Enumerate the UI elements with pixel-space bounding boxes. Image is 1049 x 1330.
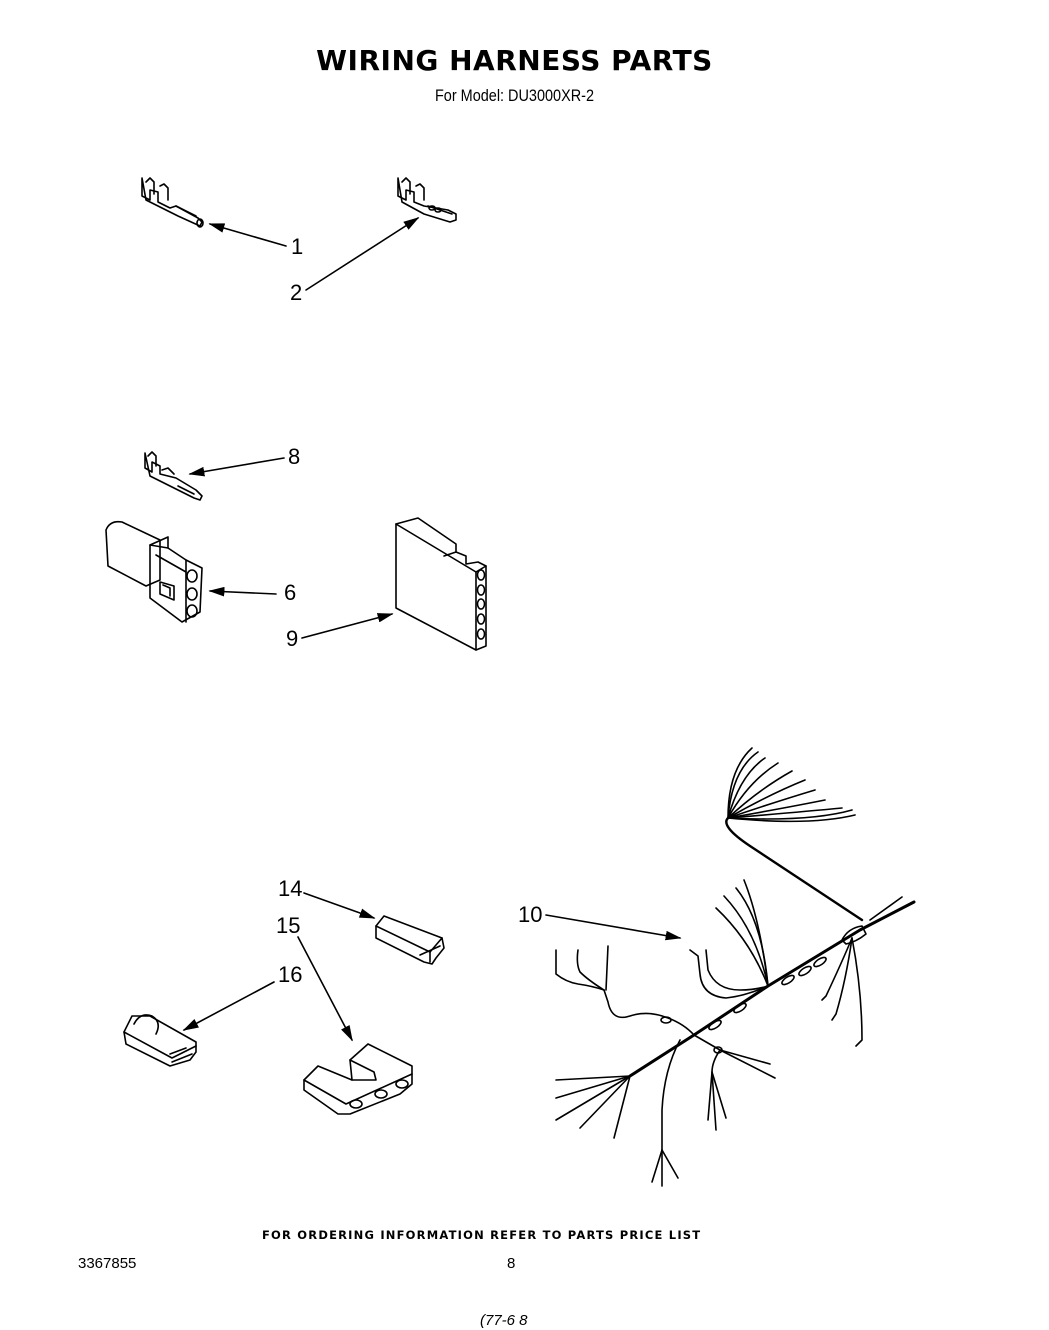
ordering-info-note: FOR ORDERING INFORMATION REFER TO PARTS … — [262, 1228, 702, 1242]
leader-line-6 — [208, 586, 277, 597]
callout-8: 8 — [288, 444, 301, 469]
model-subtitle: For Model: DU3000XR-2 — [434, 86, 595, 105]
page-number: 8 — [507, 1255, 516, 1272]
part-16-connector-block-icon — [123, 1014, 197, 1067]
part-15-connector-block-icon — [303, 1043, 413, 1115]
leader-line-9 — [301, 613, 394, 639]
part-6-connector-housing-icon — [105, 520, 203, 623]
document-number: 3367855 — [78, 1255, 137, 1272]
part-9-connector-housing-icon — [395, 517, 487, 651]
leader-line-1 — [208, 223, 287, 247]
part-1-terminal-pin-icon — [141, 177, 204, 228]
callout-6: 6 — [284, 580, 297, 605]
callout-2: 2 — [290, 280, 303, 305]
part-8-terminal-pin-icon — [144, 451, 203, 501]
callout-14: 14 — [278, 876, 303, 901]
leader-line-8 — [188, 457, 285, 477]
leader-line-10 — [545, 914, 682, 941]
leader-line-14 — [303, 892, 376, 919]
part-2-terminal-receptacle-icon — [397, 177, 457, 223]
callout-10: 10 — [518, 902, 543, 927]
leader-line-15 — [297, 936, 353, 1042]
callout-1: 1 — [291, 234, 304, 259]
callout-15: 15 — [276, 913, 301, 938]
bottom-stamp: (77-6 8 — [480, 1312, 528, 1329]
callout-9: 9 — [286, 626, 299, 651]
callout-16: 16 — [278, 962, 303, 987]
part-14-connector-block-icon — [375, 915, 445, 965]
page-title: WIRING HARNESS PARTS — [316, 44, 713, 77]
leader-line-2 — [305, 217, 420, 291]
leader-line-16 — [182, 981, 275, 1031]
part-10-wiring-harness-icon — [555, 747, 916, 1187]
